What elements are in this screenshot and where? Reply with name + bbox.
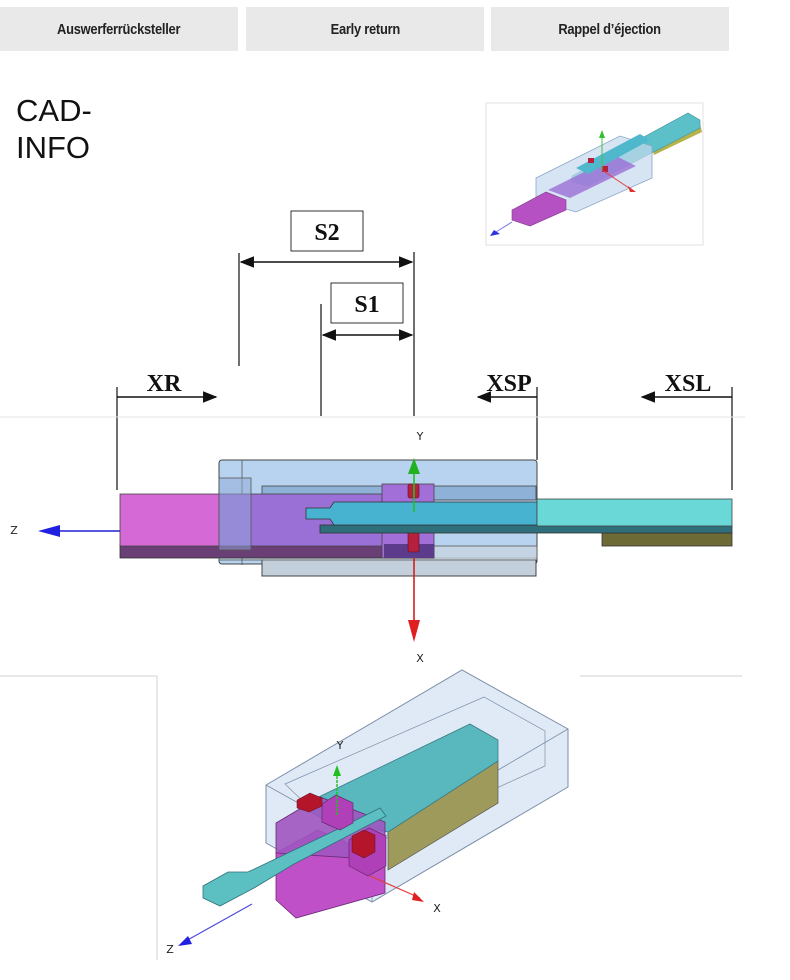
- cad-info-line1: CAD-: [16, 93, 92, 128]
- xr-label: XR: [147, 371, 182, 397]
- thumb-y-arrow-icon: [599, 130, 605, 138]
- s2-label: S2: [314, 220, 339, 246]
- iso-pin: [351, 829, 376, 859]
- thumbnail-iso-view: [485, 102, 704, 246]
- ejector-bar-inside: [305, 501, 538, 526]
- iso-z-arrow-icon: [178, 936, 192, 946]
- housing-collar: [218, 477, 252, 551]
- iso-z-label: Z: [166, 943, 174, 956]
- tab-label: Auswerferrücksteller: [57, 20, 181, 38]
- housing-lower-step: [261, 557, 537, 577]
- iso-view: Y X Z: [166, 669, 569, 956]
- iso-x-axis: [369, 875, 421, 899]
- tab-label: Early return: [330, 20, 400, 38]
- dimension-xsp: XSP: [476, 371, 538, 460]
- cad-info-title: CAD- INFO: [16, 92, 92, 166]
- dimension-xr: XR: [116, 371, 218, 490]
- tab-label: Rappel d’éjection: [558, 20, 662, 38]
- slider-head: [119, 493, 221, 547]
- front-x-label: X: [416, 652, 424, 665]
- dimension-xsl: XSL: [640, 371, 733, 490]
- iso-ejector-nose: [202, 807, 387, 907]
- s2-label-box: [290, 210, 364, 252]
- thumb-magenta-block: [511, 191, 567, 227]
- dimension-s1: S1: [320, 282, 414, 416]
- xsl-label: XSL: [665, 371, 712, 397]
- front-z-arrow-icon: [38, 525, 60, 537]
- thumb-x-arrow-icon: [628, 186, 636, 192]
- base-plate: [601, 532, 733, 547]
- tab-bar: Auswerferrücksteller Early return Rappel…: [0, 7, 790, 51]
- iso-y-arrow-icon: [333, 765, 341, 776]
- iso-x-arrow-icon: [412, 892, 424, 902]
- s1-label: S1: [354, 292, 379, 318]
- front-y-arrow-icon: [408, 458, 420, 474]
- iso-x-label: X: [433, 902, 441, 915]
- tab-early-return[interactable]: Early return: [246, 7, 484, 51]
- ejector-bar-outside: [536, 498, 733, 527]
- thumb-pin: [588, 158, 594, 163]
- iso-y-label: Y: [336, 739, 344, 752]
- front-z-label: Z: [10, 524, 18, 537]
- tab-auswerferruecksteller[interactable]: Auswerferrücksteller: [0, 7, 238, 51]
- front-x-arrow-icon: [408, 620, 420, 642]
- thumb-x-axis: [601, 169, 633, 191]
- thumb-ejector-top: [576, 134, 650, 174]
- thumb-z-axis: [495, 221, 513, 233]
- dimension-s2: S2: [238, 210, 414, 366]
- iso-pin: [296, 792, 323, 813]
- tab-rappel-d-ejection[interactable]: Rappel d’éjection: [491, 7, 729, 51]
- s1-label-box: [330, 282, 404, 324]
- thumb-z-arrow-icon: [490, 230, 500, 236]
- xsp-label: XSP: [486, 371, 531, 397]
- iso-z-axis: [183, 903, 253, 943]
- cad-info-line2: INFO: [16, 130, 91, 165]
- front-view: Y X Z: [10, 430, 733, 665]
- thumb-slider: [548, 156, 636, 198]
- thumb-pin: [602, 166, 608, 172]
- front-y-label: Y: [416, 430, 424, 443]
